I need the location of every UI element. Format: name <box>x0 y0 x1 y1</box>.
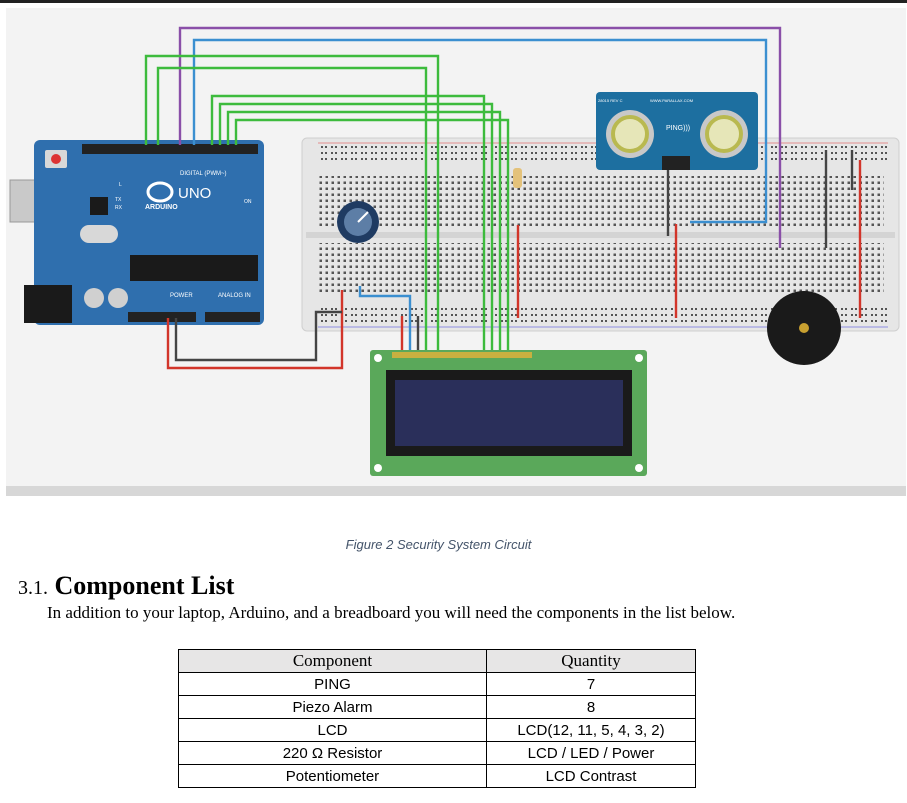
analog-pins-label: ANALOG IN <box>218 293 251 299</box>
quantity-cell: 7 <box>486 672 696 696</box>
component-cell: Potentiometer <box>178 764 487 788</box>
quantity-cell: 8 <box>486 695 696 719</box>
digital-pins-label: DIGITAL (PWM~) <box>180 171 227 177</box>
table-row: 220 Ω Resistor LCD / LED / Power <box>178 741 696 765</box>
wires <box>144 26 862 370</box>
quantity-cell: LCD Contrast <box>486 764 696 788</box>
column-header-quantity: Quantity <box>486 649 696 673</box>
l-led-label: L <box>119 182 122 188</box>
section-heading: 3.1. Component List <box>18 571 234 601</box>
tx-led-label: TX <box>115 197 122 203</box>
arduino-brand-label: ARDUINO <box>145 204 178 211</box>
table-row: Potentiometer LCD Contrast <box>178 764 696 788</box>
component-cell: PING <box>178 672 487 696</box>
arduino-logo-icon <box>146 181 174 203</box>
component-cell: Piezo Alarm <box>178 695 487 719</box>
circuit-diagram: UNO ARDUINO DIGITAL (PWM~) POWER ANALOG … <box>0 0 907 496</box>
piezo-buzzer <box>767 291 841 365</box>
rx-led-label: RX <box>115 205 123 211</box>
table-row: LCD LCD(12, 11, 5, 4, 3, 2) <box>178 718 696 742</box>
ping-model-label: 28015 REV C <box>598 98 623 103</box>
quantity-cell: LCD / LED / Power <box>486 741 696 765</box>
table-header-row: Component Quantity <box>178 649 696 673</box>
breadboard <box>301 137 900 332</box>
arduino-board: UNO ARDUINO DIGITAL (PWM~) POWER ANALOG … <box>9 140 264 325</box>
on-led-label: ON <box>244 199 252 205</box>
ping-sensor: PING))) WWW.PARALLAX.COM 28015 REV C <box>596 92 758 170</box>
potentiometer <box>337 201 379 243</box>
component-cell: 220 Ω Resistor <box>178 741 487 765</box>
resistor <box>513 168 522 188</box>
power-pins-label: POWER <box>170 293 193 299</box>
intro-paragraph: In addition to your laptop, Arduino, and… <box>47 603 736 622</box>
section-title: Component List <box>54 571 235 600</box>
component-cell: LCD <box>178 718 487 742</box>
figure-caption: Figure 2 Security System Circuit <box>345 537 532 552</box>
column-header-component: Component <box>178 649 487 673</box>
lcd-module <box>370 350 647 476</box>
ping-label: PING))) <box>666 125 690 132</box>
table-row: PING 7 <box>178 672 696 696</box>
section-number: 3.1. <box>18 577 48 599</box>
component-table: Component Quantity PING 7 Piezo Alarm 8 … <box>178 649 696 788</box>
table-row: Piezo Alarm 8 <box>178 695 696 719</box>
ping-url-label: WWW.PARALLAX.COM <box>650 98 693 103</box>
quantity-cell: LCD(12, 11, 5, 4, 3, 2) <box>486 718 696 742</box>
circuit-figure: UNO ARDUINO DIGITAL (PWM~) POWER ANALOG … <box>0 0 907 496</box>
arduino-model-label: UNO <box>178 185 211 202</box>
